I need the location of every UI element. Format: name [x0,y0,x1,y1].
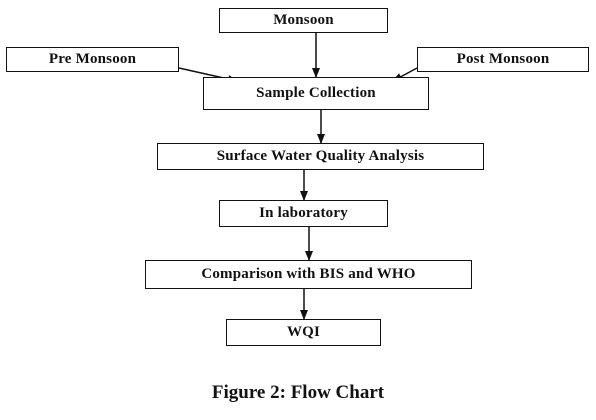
node-post-monsoon-label: Post Monsoon [456,51,550,67]
node-wqi: WQI [226,319,381,346]
node-monsoon: Monsoon [219,8,388,33]
node-comparison-label: Comparison with BIS and WHO [201,266,416,282]
node-post-monsoon: Post Monsoon [417,47,589,72]
node-in-laboratory: In laboratory [219,200,388,227]
node-pre-monsoon: Pre Monsoon [6,47,179,72]
node-sample-collection: Sample Collection [203,77,429,110]
node-in-laboratory-label: In laboratory [259,205,348,221]
node-monsoon-label: Monsoon [273,12,334,28]
node-surface-water-quality-analysis: Surface Water Quality Analysis [157,143,484,170]
node-surface-water-quality-analysis-label: Surface Water Quality Analysis [216,148,425,164]
node-sample-collection-label: Sample Collection [256,85,376,101]
node-pre-monsoon-label: Pre Monsoon [48,51,137,67]
node-comparison: Comparison with BIS and WHO [145,260,472,289]
node-wqi-label: WQI [286,324,321,340]
figure-caption: Figure 2: Flow Chart [211,382,385,403]
